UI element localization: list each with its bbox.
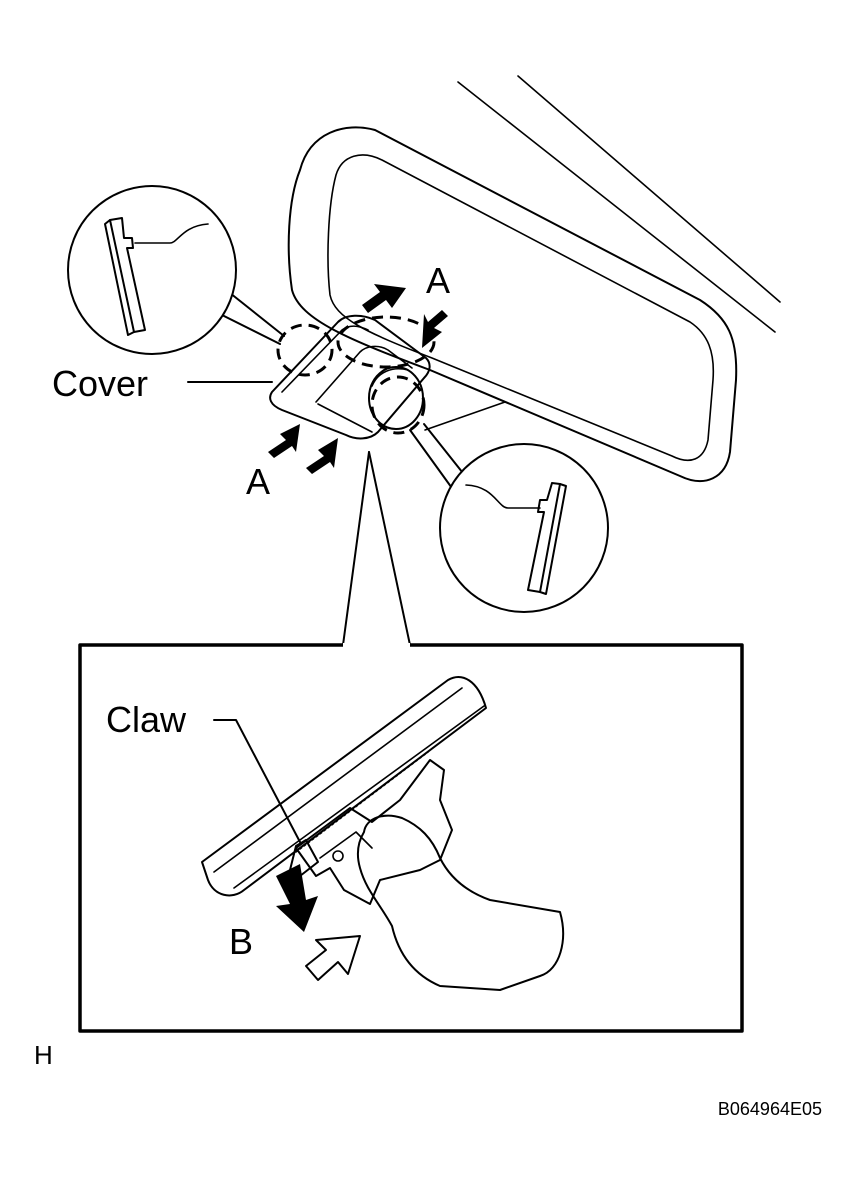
rear-view-mirror xyxy=(287,126,738,482)
claw-marker-left xyxy=(276,323,334,377)
arrow-a-bottom-right xyxy=(306,438,338,474)
inset-detail xyxy=(78,643,744,1033)
detail-callout-left xyxy=(67,185,285,355)
detail-callout-right xyxy=(409,423,609,613)
direction-arrows-a xyxy=(268,284,448,474)
claw-marker-right xyxy=(370,375,426,435)
label-b: B xyxy=(229,921,253,962)
arrow-a-bottom-left xyxy=(268,424,300,458)
label-claw: Claw xyxy=(106,699,187,740)
label-a-top: A xyxy=(426,260,450,301)
windshield-edge xyxy=(457,75,781,333)
label-a-left: A xyxy=(246,461,270,502)
push-arrow xyxy=(305,935,361,981)
arrow-b xyxy=(276,864,318,932)
claw-location-markers xyxy=(276,315,436,435)
figure-code: B064964E05 xyxy=(718,1099,822,1119)
claw-leader-line xyxy=(213,719,301,843)
inset-connector xyxy=(342,451,411,646)
claw-marker-top xyxy=(336,315,436,369)
arrow-a-top-right xyxy=(422,310,448,348)
label-cover: Cover xyxy=(52,363,148,404)
arrow-a-top-left xyxy=(362,284,406,313)
sheet-corner-mark: H xyxy=(34,1040,53,1070)
